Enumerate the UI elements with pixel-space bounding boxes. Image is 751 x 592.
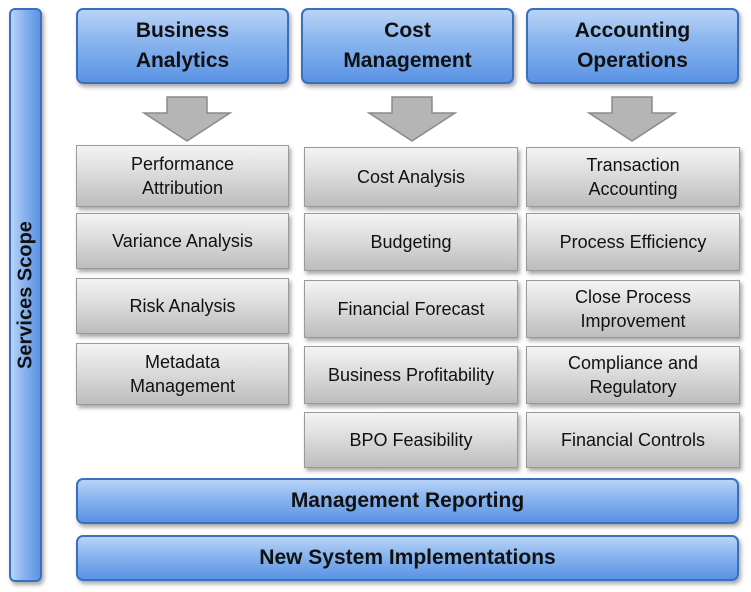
item-line: Regulatory xyxy=(589,377,677,397)
item-line: Variance Analysis xyxy=(112,231,253,251)
item-bpo-feasibility: BPO Feasibility xyxy=(304,412,518,468)
header-cost-management-line1: Cost xyxy=(384,19,431,42)
item-business-profitability: Business Profitability xyxy=(304,346,518,404)
item-line: Risk Analysis xyxy=(129,296,236,316)
item-line: Close Process xyxy=(574,287,692,307)
item-line: Financial Controls xyxy=(560,430,706,450)
item-financial-forecast: Financial Forecast xyxy=(304,280,518,338)
item-line: Process Efficiency xyxy=(559,232,707,252)
down-arrow-icon xyxy=(586,96,678,142)
header-cost-management-line2: Management xyxy=(343,49,472,72)
item-line: Transaction xyxy=(586,155,680,175)
item-line: Attribution xyxy=(141,178,224,198)
new-system-implementations-label: New System Implementations xyxy=(259,546,556,569)
new-system-implementations-bar: New System Implementations xyxy=(76,535,739,581)
item-line: Cost Analysis xyxy=(356,167,466,187)
item-line: Improvement xyxy=(580,311,686,331)
item-risk-analysis: Risk Analysis xyxy=(76,278,289,334)
item-budgeting: Budgeting xyxy=(304,213,518,271)
header-accounting-operations-line1: Accounting xyxy=(574,19,691,42)
header-business-analytics-line2: Analytics xyxy=(135,49,230,72)
item-line: Business Profitability xyxy=(327,365,495,385)
item-line: Budgeting xyxy=(370,232,452,252)
item-financial-controls: Financial Controls xyxy=(526,412,740,468)
item-process-efficiency: Process Efficiency xyxy=(526,213,740,271)
down-arrow-icon xyxy=(366,96,458,142)
management-reporting-label: Management Reporting xyxy=(290,489,525,512)
item-line: Performance xyxy=(130,154,235,174)
item-line: Accounting xyxy=(588,179,678,199)
item-variance-analysis: Variance Analysis xyxy=(76,213,289,269)
services-scope-bar: Services Scope xyxy=(9,8,42,582)
header-business-analytics-line1: Business xyxy=(135,19,230,42)
services-scope-label: Services Scope xyxy=(14,221,36,369)
item-line: Compliance and xyxy=(567,353,699,373)
header-business-analytics: Business Analytics xyxy=(76,8,289,84)
item-line: Financial Forecast xyxy=(337,299,485,319)
down-arrow-icon xyxy=(141,96,233,142)
header-cost-management: Cost Management xyxy=(301,8,514,84)
item-line: Metadata xyxy=(144,352,221,372)
management-reporting-bar: Management Reporting xyxy=(76,478,739,524)
header-accounting-operations-line2: Operations xyxy=(577,49,688,72)
header-accounting-operations: Accounting Operations xyxy=(526,8,739,84)
item-line: BPO Feasibility xyxy=(349,430,473,450)
item-cost-analysis: Cost Analysis xyxy=(304,147,518,207)
item-line: Management xyxy=(129,376,236,396)
